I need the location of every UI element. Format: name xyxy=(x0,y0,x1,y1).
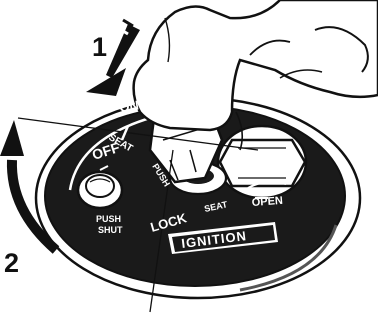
push-shut-label-line1: PUSH xyxy=(96,214,121,224)
push-shut-label-line2: SHUT xyxy=(98,225,123,235)
open-label: OPEN xyxy=(251,195,283,209)
step-1-label: 1 xyxy=(92,32,107,62)
seat-knob xyxy=(218,126,306,198)
push-shut-button xyxy=(78,172,122,208)
step-2-label: 2 xyxy=(4,248,19,278)
on-label: ON xyxy=(118,97,139,115)
